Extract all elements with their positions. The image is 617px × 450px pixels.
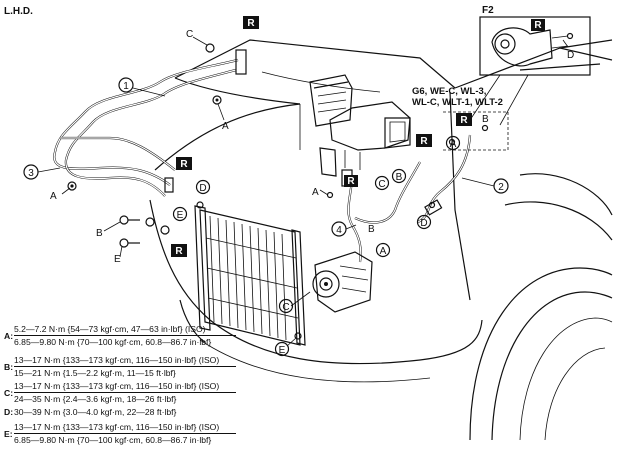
torque-spec-key: D: [4,407,14,417]
svg-text:A: A [450,139,457,150]
circled-label-d-left: D [195,179,211,195]
circled-label-b-center: B [391,168,407,184]
divider [14,433,236,434]
vehicle-body-outline [149,39,613,441]
callout-part-1: 1 [118,77,134,93]
condenser [194,201,306,346]
replace-badge: R [344,175,358,187]
replace-badge: R [456,113,472,126]
torque-spec-line: 24—35 N·m {2.4—3.6 kgf·m, 18—26 ft·lbf} [14,394,177,404]
svg-text:R: R [180,159,188,170]
svg-text:B: B [368,224,375,235]
torque-spec-line: 13—17 N·m {133—173 kgf·cm, 116—150 in·lb… [14,422,220,432]
torque-spec-line: 30—39 N·m {3.0—4.0 kgf·m, 22—28 ft·lbf} [14,407,177,417]
circled-label-e-upper: E [172,206,188,222]
divider [14,392,236,393]
circled-label-a-compressor: A [375,242,391,258]
torque-spec-line: 5.2—7.2 N·m {54—73 kgf·cm, 47—63 in·lbf}… [14,324,206,334]
inset-label: F2 [482,5,494,16]
torque-spec-key: A: [4,331,14,341]
cooler-hose-2 [354,134,472,224]
circled-label-c-center: C [374,175,390,191]
leader-lines [37,36,569,347]
replace-badge: R [171,244,187,257]
label-fastener-a: A [222,121,229,132]
label-fastener-d: D [567,50,574,61]
callout-part-4: 4 [331,221,347,237]
svg-text:R: R [420,136,428,147]
svg-text:C: C [378,179,385,190]
torque-spec-key: C: [4,388,14,398]
svg-text:R: R [175,246,183,257]
torque-spec-key: E: [4,429,13,439]
svg-text:A: A [380,246,387,257]
label-fastener-c: C [186,29,193,40]
svg-text:R: R [534,20,542,31]
replace-badge: R [243,16,259,29]
torque-spec-line: 6.85—9.80 N·m {70—100 kgf·cm, 60.8—86.7 … [14,337,212,347]
cooler-pipe-1-and-3 [53,49,247,197]
torque-spec-line: 6.85—9.80 N·m {70—100 kgf·cm, 60.8—86.7 … [14,435,212,445]
replace-badge: R [176,157,192,170]
svg-text:2: 2 [498,182,504,193]
label-fastener-b: B [96,228,103,239]
svg-text:B: B [396,172,403,183]
torque-spec-line: 13—17 N·m {133—173 kgf·cm, 116—150 in·lb… [14,355,220,365]
svg-text:3: 3 [28,168,34,179]
torque-spec-line: 13—17 N·m {133—173 kgf·cm, 116—150 in·lb… [14,381,220,391]
torque-spec-key: B: [4,362,14,372]
svg-text:R: R [460,115,468,126]
torque-spec-line: 15—21 N·m {1.5—2.2 kgf·m, 11—15 ft·lbf} [14,368,176,378]
page-title: L.H.D. [4,6,33,17]
circled-label-c-compressor: C [278,298,294,314]
svg-text:D: D [199,183,206,194]
label-fastener-e: E [114,254,121,265]
svg-text:1: 1 [123,81,129,92]
replace-badge: R [416,134,432,147]
svg-text:D: D [420,218,427,229]
inset-f2 [443,16,591,151]
svg-text:4: 4 [336,225,342,236]
svg-text:R: R [347,176,355,187]
replace-badge: R [531,19,545,31]
evaporator-unit [309,74,411,177]
svg-text:E: E [279,345,286,356]
callout-part-3: 3 [23,164,39,180]
callout-part-2: 2 [493,178,509,194]
label-fastener-a: A [50,191,57,202]
engine-note-line-1: G6, WE-C, WL-3, [412,86,486,97]
svg-text:E: E [177,210,184,221]
svg-text:R: R [247,18,255,29]
divider [14,335,236,336]
ac-compressor [312,251,373,313]
circled-label-a-inset: A [445,135,461,151]
label-fastener-b: B [482,114,489,125]
circled-label-e-lower: E [274,341,290,357]
label-fastener-a: A [312,187,319,198]
circled-label-d-right: D [416,214,432,230]
label-fastener-b-compressor: B [368,224,375,235]
divider [14,366,236,367]
engine-note-line-2: WL-C, WLT-1, WLT-2 [412,97,503,108]
svg-text:C: C [282,302,289,313]
